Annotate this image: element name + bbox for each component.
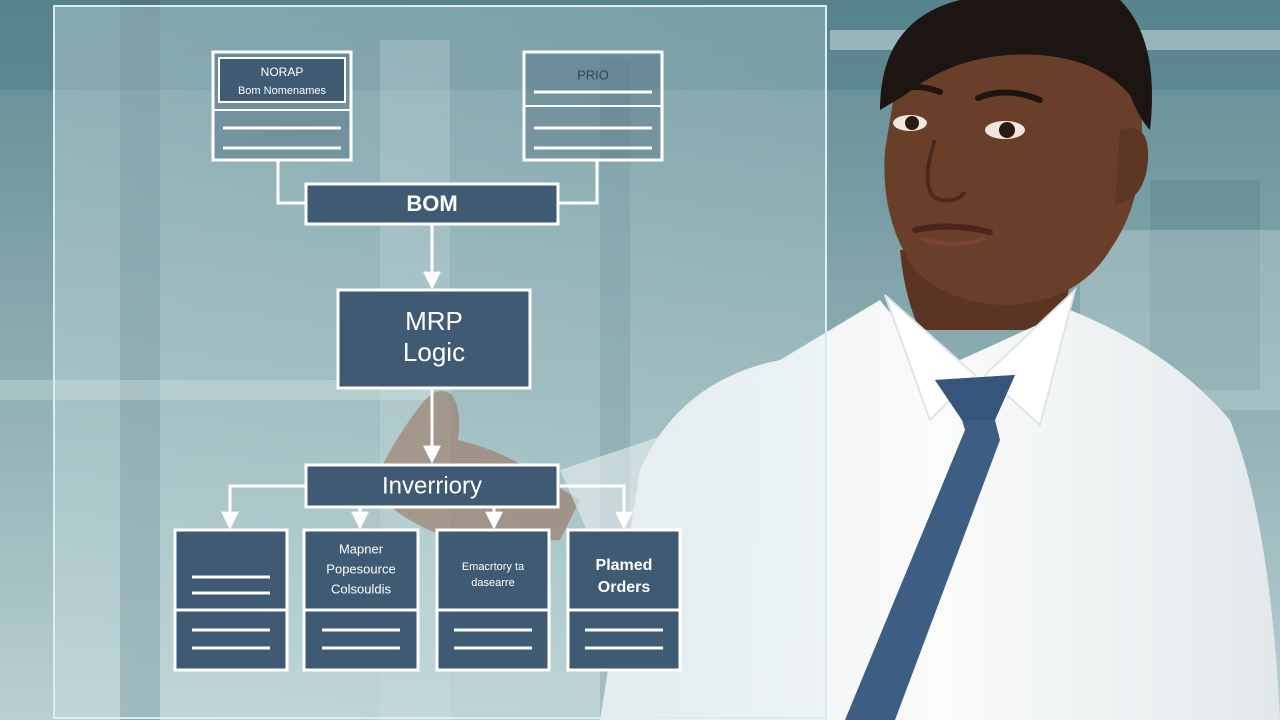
node-bom-label: BOM — [406, 191, 457, 216]
face — [884, 5, 1142, 305]
node-output-4-line2: Orders — [598, 579, 651, 596]
node-output-2: Mapner Popesource Colsouldis — [302, 528, 420, 672]
node-top-right: PRIO — [522, 50, 664, 162]
arrow-inventory-out1 — [221, 484, 306, 530]
node-mrp-line2: Logic — [403, 337, 465, 367]
connector-topleft-bom — [276, 160, 306, 205]
node-top-right-label: PRIO — [577, 67, 609, 82]
node-output-3-line1: Emacrtory ta — [462, 561, 525, 573]
node-output-2-line3: Colsouldis — [331, 581, 391, 596]
node-output-1 — [173, 528, 289, 672]
node-output-2-line2: Popesource — [326, 561, 395, 576]
connectors — [221, 160, 633, 530]
hair — [880, 0, 1152, 130]
tie — [845, 375, 1015, 720]
node-output-4-line1: Plamed — [596, 557, 653, 574]
node-top-left-line2: Bom Nomenames — [238, 85, 327, 97]
node-mrp-logic: MRP Logic — [336, 288, 532, 390]
node-mrp-line1: MRP — [405, 306, 463, 336]
node-top-left: NORAP Bom Nomenames — [211, 50, 353, 162]
node-inventory-label: Inverriory — [382, 472, 482, 499]
arrow-inventory-out4 — [560, 484, 633, 530]
node-output-3-line2: dasearre — [471, 577, 514, 589]
node-output-4: Plamed Orders — [566, 528, 682, 672]
node-output-3: Emacrtory ta dasearre — [435, 528, 551, 672]
node-output-2-line1: Mapner — [339, 541, 384, 556]
node-inventory: Inverriory — [304, 463, 560, 509]
node-top-left-line1: NORAP — [261, 65, 304, 79]
connector-topright-bom — [558, 160, 599, 205]
node-bom: BOM — [304, 182, 560, 226]
